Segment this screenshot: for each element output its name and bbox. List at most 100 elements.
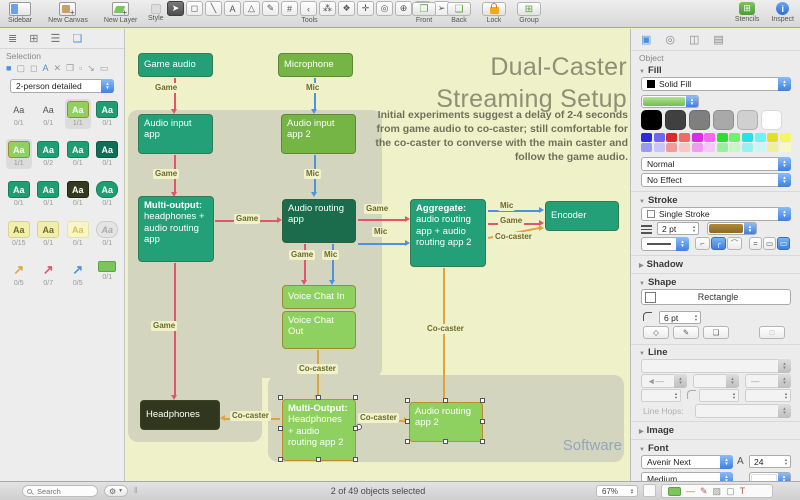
line-tool[interactable]: ╲ <box>205 1 222 16</box>
shape-section-header[interactable]: ▼Shape <box>639 277 677 288</box>
selection-handle[interactable] <box>278 395 283 400</box>
stroke-style-chip[interactable]: — <box>686 485 695 496</box>
group-filter-icon[interactable]: ❐ <box>66 63 75 73</box>
zoom-stepper[interactable]: 67% ▲▼ <box>596 485 638 497</box>
shape-draw-button[interactable]: ✎ <box>673 326 699 339</box>
fill-type-dropdown[interactable]: Solid Fill▲▼ <box>641 77 791 91</box>
text-tool[interactable]: A <box>224 1 241 16</box>
text-style-chip[interactable]: T <box>739 485 746 496</box>
edge-label[interactable]: Mic <box>372 227 390 237</box>
fill-color-well[interactable]: ▲▼ <box>641 95 699 108</box>
font-filter-icon[interactable]: A <box>42 63 49 73</box>
corner-rounded-button[interactable]: ╭ <box>711 237 726 250</box>
magnet-tool[interactable]: ◎ <box>376 1 393 16</box>
selection-handle[interactable] <box>443 439 448 444</box>
selection-handle[interactable] <box>480 398 485 403</box>
edge-label[interactable]: Mic <box>304 83 322 93</box>
edge-label[interactable]: Game <box>364 204 391 214</box>
edge-label[interactable]: Co-caster <box>493 232 534 242</box>
document-inspector-tab[interactable]: ▤ <box>713 34 724 46</box>
node-multi-output-2[interactable]: Multi-Output:Headphones + audio routing … <box>282 399 356 461</box>
stroke-width-stepper[interactable]: 2 pt▲▼ <box>657 222 699 235</box>
selection-handle[interactable] <box>405 398 410 403</box>
connector-line[interactable] <box>358 219 405 221</box>
color-swatch[interactable] <box>767 133 779 142</box>
outline-tab[interactable]: ☰ <box>50 33 61 45</box>
edge-label[interactable]: Game <box>153 83 180 93</box>
software-watermark[interactable]: Software <box>562 437 622 454</box>
shape-style-chip[interactable]: ▢ <box>726 485 735 496</box>
node-audio-input-app-2[interactable]: Audio input app 2 <box>281 114 356 154</box>
color-swatch[interactable] <box>641 143 652 152</box>
node-audio-input-app[interactable]: Audio input app <box>138 114 213 154</box>
pen-tool[interactable]: △ <box>243 1 260 16</box>
node-audio-routing-app-2[interactable]: Audio routing app 2 <box>409 402 483 442</box>
search-options-button[interactable]: ⚙▼ <box>104 485 128 497</box>
color-swatch[interactable] <box>737 110 758 130</box>
selection-handle[interactable] <box>353 426 358 431</box>
edge-label[interactable]: Game <box>289 250 316 260</box>
pen-style-chip[interactable]: ✎ <box>700 485 708 496</box>
fill-filter-icon[interactable]: ■ <box>6 63 12 73</box>
group-button[interactable]: ⊞ Group <box>517 2 541 24</box>
line-start-size-stepper[interactable]: ▲▼ <box>641 389 681 402</box>
selection-tool[interactable]: ➤ <box>167 1 184 16</box>
font-section-header[interactable]: ▼Font <box>639 443 669 454</box>
selection-handle[interactable] <box>278 457 283 462</box>
color-swatch[interactable] <box>666 143 678 152</box>
shape-combine-button[interactable]: ❏ <box>703 326 729 339</box>
node-audio-routing-app[interactable]: Audio routing app <box>282 199 356 243</box>
image-section-header[interactable]: ▶Image <box>639 425 675 436</box>
style-swatch[interactable]: 0/1 <box>94 259 120 289</box>
color-swatch[interactable] <box>704 133 716 142</box>
selection-handle[interactable] <box>443 398 448 403</box>
color-swatch[interactable] <box>641 133 652 142</box>
color-swatch[interactable] <box>665 110 686 130</box>
stroke-color-well[interactable]: ▲▼ <box>707 222 757 235</box>
node-microphone[interactable]: Microphone <box>278 53 353 77</box>
selection-handle[interactable] <box>316 457 321 462</box>
object-inspector-tab[interactable]: ▣ <box>641 34 652 46</box>
type-inspector-tab[interactable]: ◎ <box>665 34 676 46</box>
selection-handle[interactable] <box>316 395 321 400</box>
stroke-filter-icon[interactable]: ▢ <box>16 63 25 73</box>
outline-tool[interactable]: ‹ <box>300 1 317 16</box>
shape-edit-button[interactable]: ◇ <box>643 326 669 339</box>
corner-radius-stepper[interactable]: 6 pt▲▼ <box>659 311 701 324</box>
shape-tool[interactable]: ◻ <box>186 1 203 16</box>
edge-label[interactable]: Game <box>151 321 178 331</box>
blend-mode-dropdown[interactable]: Normal▲▼ <box>641 157 791 171</box>
splitter-handle-icon[interactable]: ‖ <box>134 486 138 495</box>
color-swatch[interactable] <box>713 110 734 130</box>
style-filter-dropdown[interactable]: 2-person detailed ▲▼ <box>10 79 114 93</box>
line-end-size-stepper[interactable]: ▲▼ <box>745 389 791 402</box>
new-layer-button[interactable]: New Layer <box>104 2 137 24</box>
connector-line[interactable] <box>488 210 540 212</box>
node-game-audio[interactable]: Game audio <box>138 53 213 77</box>
shadow-section-header[interactable]: ▶Shadow <box>639 259 684 270</box>
background-zone[interactable] <box>128 110 262 442</box>
stroke-all-button[interactable]: ▭ <box>763 237 776 250</box>
selection-handle[interactable] <box>480 419 485 424</box>
font-family-dropdown[interactable]: Avenir Next▲▼ <box>641 455 733 469</box>
node-aggregate[interactable]: Aggregate:audio routing app + audio rout… <box>410 199 486 267</box>
stroke-type-dropdown[interactable]: Single Stroke▲▼ <box>641 207 791 221</box>
canvases-tab[interactable]: ≣ <box>8 33 18 45</box>
shape-type-button[interactable]: Rectangle <box>641 289 791 305</box>
edge-label[interactable]: Co-caster <box>297 364 338 374</box>
fill-section-header[interactable]: ▼Fill <box>639 65 662 76</box>
blank-style-chip[interactable] <box>643 484 656 497</box>
style-brush-tool[interactable]: ❖ <box>338 1 355 16</box>
inspect-button[interactable]: i Inspect <box>771 2 794 23</box>
corner-arc-button[interactable]: ⌒ <box>727 237 742 250</box>
line-section-header[interactable]: ▼Line <box>639 347 668 358</box>
